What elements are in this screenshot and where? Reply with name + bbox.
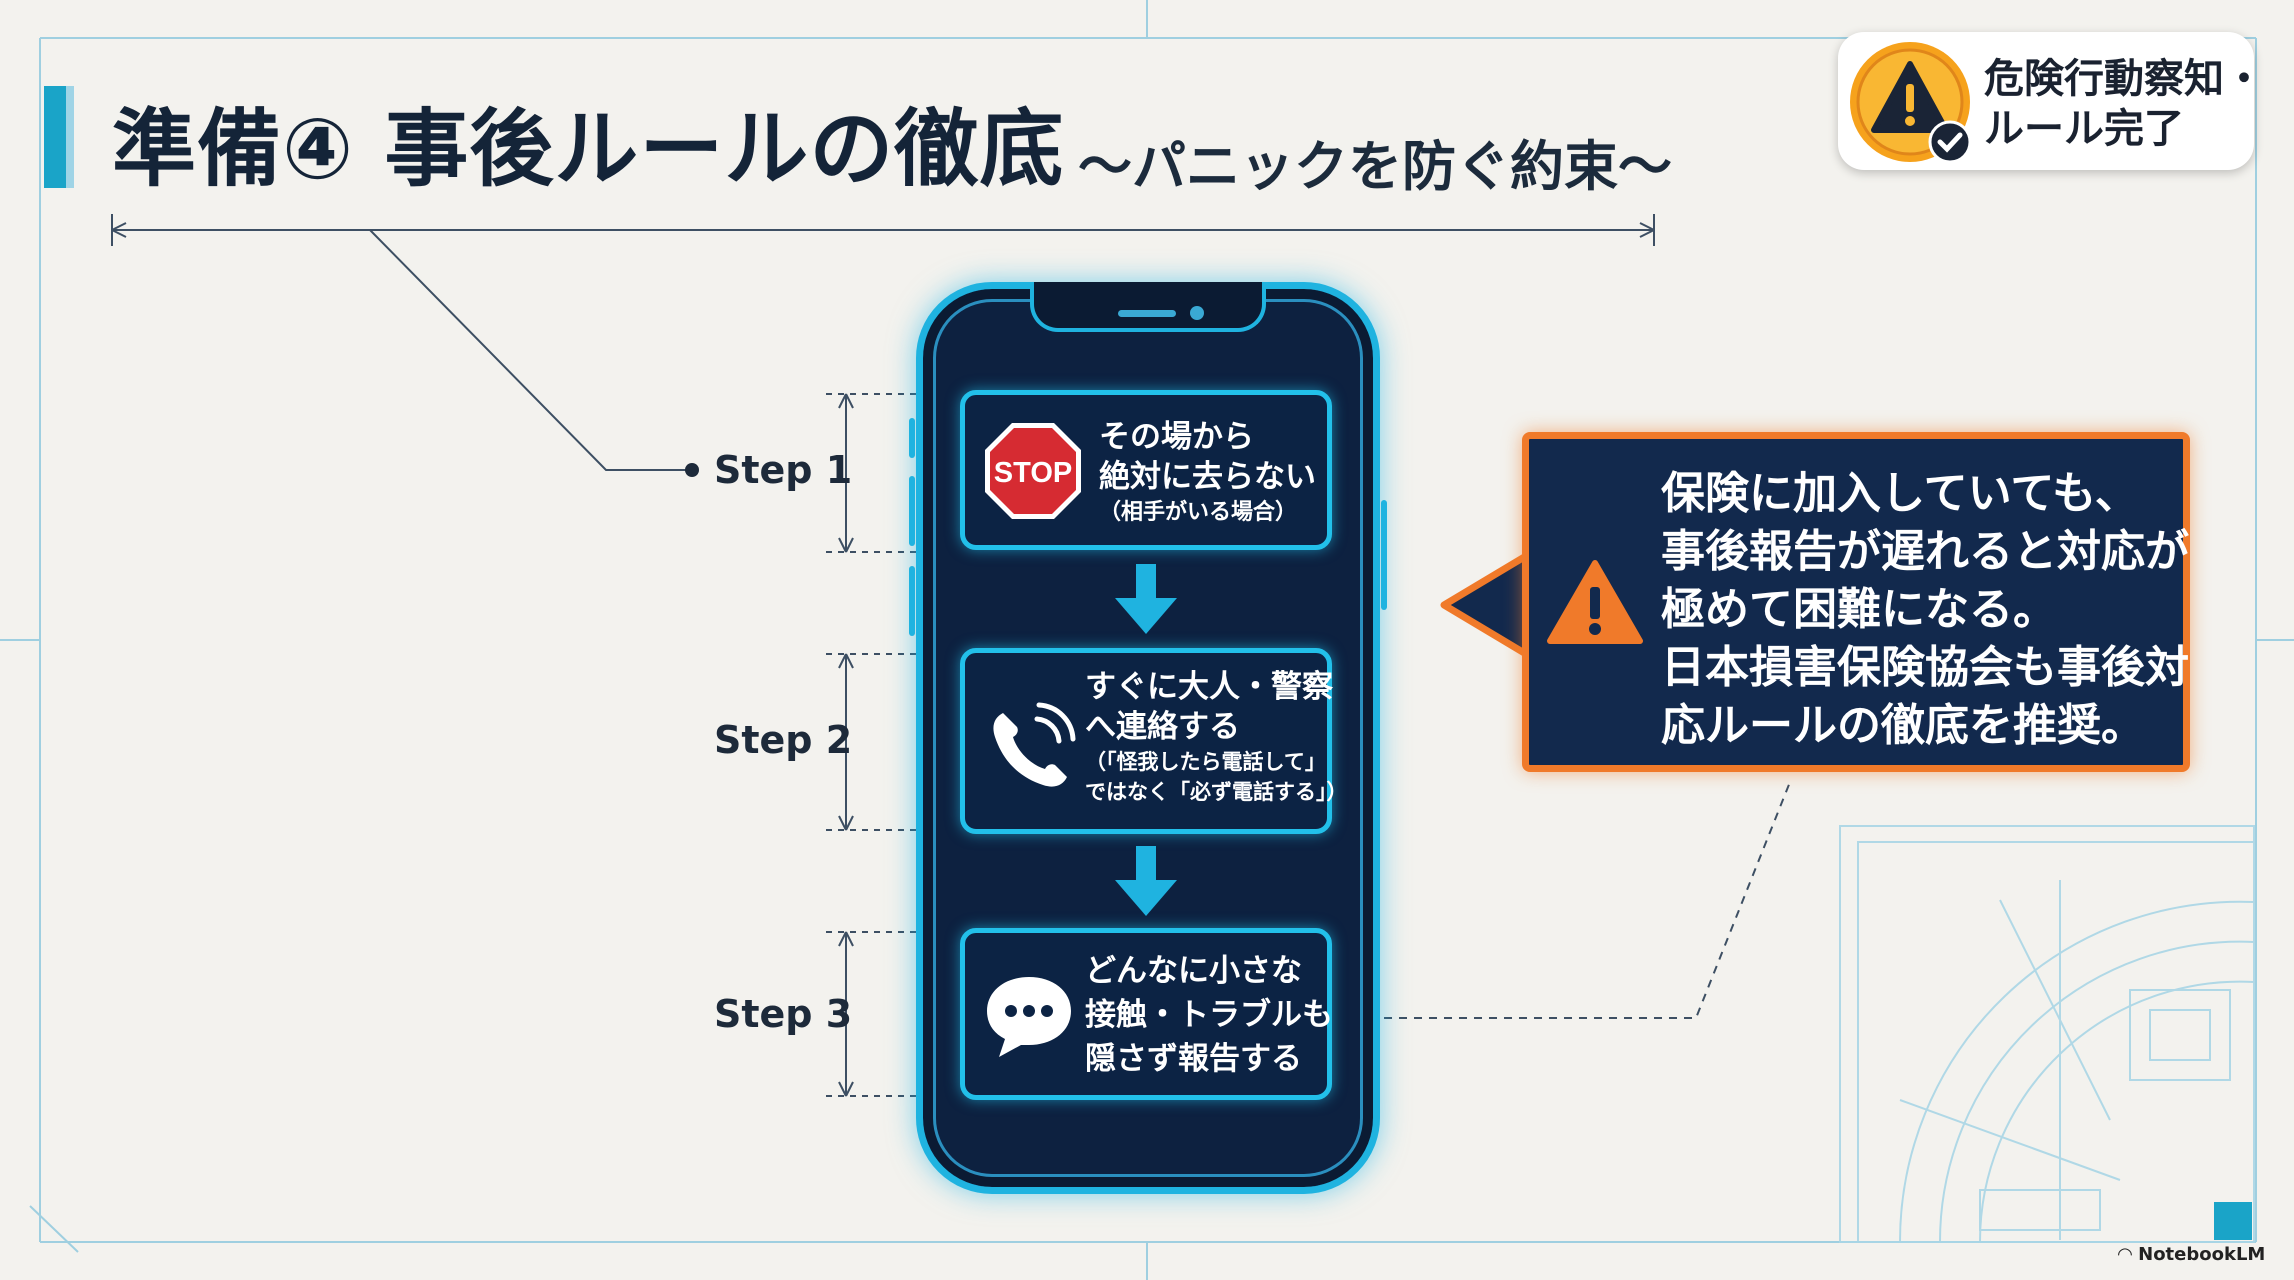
- down-arrow-icon: [1115, 846, 1177, 916]
- phone-power-button: [1381, 500, 1387, 610]
- title-accent-stripe: [66, 86, 74, 188]
- notebooklm-label: NotebookLM: [2138, 1244, 2266, 1265]
- step-3-line-3: 隠さず報告する: [1085, 1041, 1302, 1077]
- step-3-text: どんなに小さな 接触・トラブルも 隠さず報告する: [1085, 949, 1333, 1081]
- callout-line-5: 応ルールの徹底を推奨。: [1661, 700, 2145, 751]
- step-2-note-2: ではなく「必ず電話する」）: [1085, 780, 1348, 804]
- phone-side-button: [909, 418, 915, 458]
- corner-block: [2214, 1202, 2252, 1240]
- notebooklm-logo-icon: ◠: [2118, 1244, 2132, 1265]
- callout-line-1: 保険に加入していても、: [1661, 468, 2139, 519]
- badge-line-1: 危険行動察知・: [1984, 56, 2264, 102]
- phone-notch: [1030, 282, 1266, 332]
- warning-callout: 保険に加入していても、 事後報告が遅れると対応が 極めて困難になる。 日本損害保…: [1522, 432, 2190, 772]
- step-1-text: その場から 絶対に去らない （相手がいる場合）: [1099, 417, 1316, 529]
- step-2-card: すぐに大人・警察 へ連絡する （「怪我したら電話して」 ではなく「必ず電話する」…: [960, 648, 1348, 834]
- phone-speaker: [1118, 310, 1176, 317]
- warning-icon: [1547, 560, 1643, 644]
- page-title: 準備④ 事後ルールの徹底: [112, 100, 1065, 198]
- step-3-line-2: 接触・トラブルも: [1085, 997, 1333, 1033]
- step-1-label: Step 1: [714, 448, 853, 492]
- step-2-text: すぐに大人・警察 へ連絡する （「怪我したら電話して」 ではなく「必ず電話する」…: [1085, 667, 1348, 807]
- step-3-card: どんなに小さな 接触・トラブルも 隠さず報告する: [960, 928, 1333, 1100]
- callout-line-3: 極めて困難になる。: [1661, 584, 2057, 635]
- warning-check-icon: [1850, 42, 1972, 164]
- badge-line-2: ルール完了: [1984, 106, 2184, 152]
- stop-sign-icon: STOP: [985, 423, 1081, 519]
- step-2-note-1: （「怪我したら電話して」: [1085, 750, 1326, 774]
- chat-bubble-icon: [987, 977, 1071, 1057]
- blueprint-sketch: [1839, 825, 2255, 1243]
- step-1-line-1: その場から: [1099, 419, 1254, 455]
- callout-text: 保険に加入していても、 事後報告が遅れると対応が 極めて困難になる。 日本損害保…: [1661, 465, 2189, 755]
- step-2-label: Step 2: [714, 718, 853, 762]
- step-1-note: （相手がいる場合）: [1099, 500, 1298, 525]
- step-3-label: Step 3: [714, 992, 853, 1036]
- badge-text: 危険行動察知・ ルール完了: [1984, 54, 2264, 154]
- phone-side-button: [909, 476, 915, 546]
- callout-pointer: [1440, 552, 1530, 658]
- down-arrow-icon: [1115, 564, 1177, 634]
- callout-line-4: 日本損害保険協会も事後対: [1661, 642, 2189, 693]
- notebooklm-watermark: ◠ NotebookLM: [2118, 1244, 2265, 1265]
- step-2-line-1: すぐに大人・警察: [1085, 669, 1333, 705]
- phone-icon: [993, 702, 1076, 787]
- page-subtitle: 〜パニックを防ぐ約束〜: [1078, 135, 1672, 198]
- callout-line-2: 事後報告が遅れると対応が: [1661, 526, 2189, 577]
- step-1-line-2: 絶対に去らない: [1099, 459, 1316, 495]
- step-1-card: STOP その場から 絶対に去らない （相手がいる場合）: [960, 390, 1332, 550]
- phone-camera: [1190, 306, 1204, 320]
- status-badge: 危険行動察知・ ルール完了: [1838, 32, 2264, 170]
- step-3-line-1: どんなに小さな: [1085, 953, 1302, 989]
- step-2-line-2: へ連絡する: [1085, 709, 1240, 745]
- stop-sign-text: STOP: [994, 457, 1072, 489]
- phone-side-button: [909, 566, 915, 636]
